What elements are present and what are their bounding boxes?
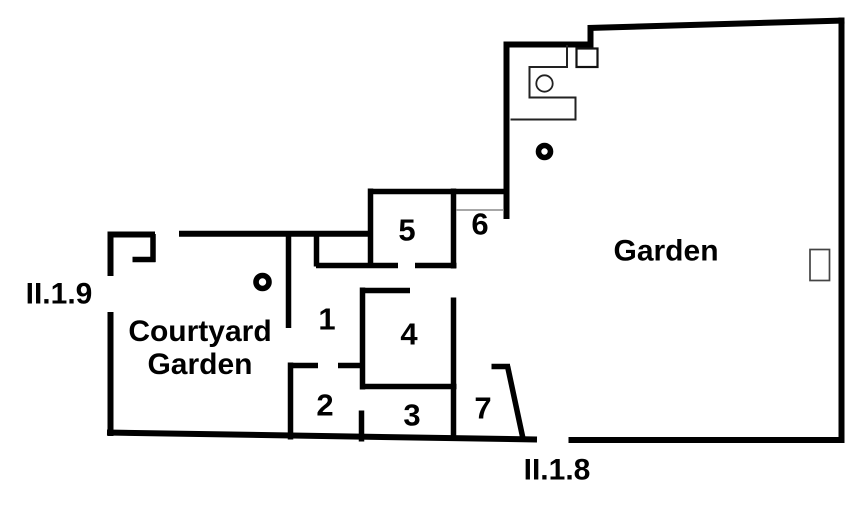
room-2-label: 2 xyxy=(316,387,334,423)
wall-garden-north xyxy=(587,17,845,31)
room-3-label: 3 xyxy=(403,397,421,433)
room-7-label: 7 xyxy=(474,390,492,426)
hearth-basin-icon xyxy=(575,47,599,69)
room-1-label: 1 xyxy=(318,301,336,337)
kitchen-hearth-icon xyxy=(510,45,599,121)
interior-walls xyxy=(132,188,527,442)
cistern-head-icon-courtyard xyxy=(253,272,272,292)
cistern-head-icon-garden xyxy=(535,142,554,161)
room-4-label: 4 xyxy=(400,316,418,352)
courtyard-garden-label: Courtyard Garden xyxy=(128,315,271,381)
entrance-ii-1-8-label: II.1.8 xyxy=(523,453,591,487)
exterior-walls xyxy=(106,17,845,443)
wall-south-main xyxy=(106,429,538,443)
room-5-label: 5 xyxy=(398,212,416,248)
courtyard-garden-label-line2: Garden xyxy=(147,348,253,381)
hearth-counter-outline xyxy=(510,45,577,121)
courtyard-garden-label-line1: Courtyard xyxy=(128,315,272,348)
hearth-pot-ring-icon xyxy=(535,74,554,93)
garden-label: Garden xyxy=(613,234,719,268)
entrance-ii-1-9-label: II.1.9 xyxy=(25,277,93,311)
room-6-label: 6 xyxy=(471,206,489,242)
wall-niche-icon xyxy=(809,248,831,282)
wall-room7-slant xyxy=(504,365,527,442)
